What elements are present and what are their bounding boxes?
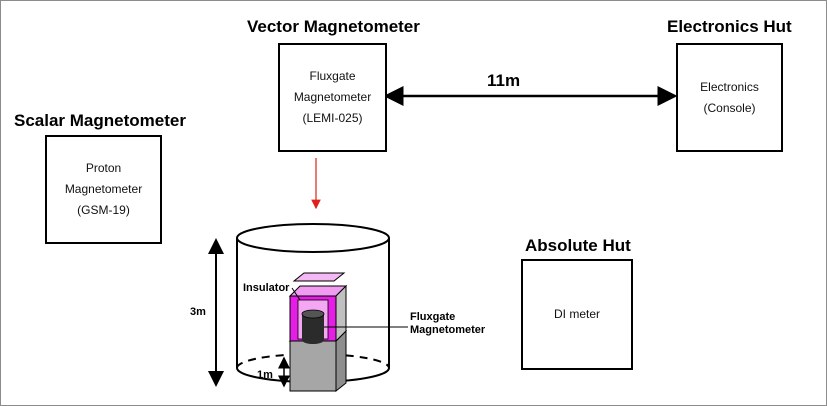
scalar-line1: Proton	[85, 161, 122, 175]
pillar-height-label: 1m	[257, 369, 273, 381]
height-label: 3m	[190, 306, 206, 318]
sensor-label-line1: Fluxgate	[410, 311, 456, 323]
scalar-line3: (GSM-19)	[77, 203, 130, 217]
electronics-line1: Electronics	[700, 79, 759, 94]
vector-line1: Fluxgate	[309, 69, 356, 83]
fluxgate-sensor	[301, 309, 325, 344]
distance-label: 11m	[487, 71, 521, 90]
insulator-label: Insulator	[243, 282, 290, 294]
scalar-box: Proton Magnetometer (GSM-19)	[45, 135, 162, 244]
electronics-title: Electronics Hut	[667, 17, 792, 36]
insulator-leader	[291, 287, 301, 301]
scalar-line2: Magnetometer	[64, 182, 143, 196]
sensor-label-line2: Magnetometer	[410, 324, 486, 336]
vector-title: Vector Magnetometer	[247, 17, 420, 36]
insulator-lid	[292, 272, 346, 282]
scalar-title: Scalar Magnetometer	[14, 111, 186, 130]
vector-line2: Magnetometer	[293, 90, 372, 104]
absolute-box-label: DI meter	[553, 307, 600, 321]
electronics-box: Electronics (Console)	[676, 43, 783, 152]
sensor-label: Fluxgate Magnetometer	[410, 311, 485, 337]
absolute-box: DI meter	[521, 259, 633, 370]
absolute-title: Absolute Hut	[525, 236, 631, 255]
electronics-line2: (Console)	[703, 100, 756, 115]
vector-line3: (LEMI-025)	[302, 111, 363, 125]
vector-box: Fluxgate Magnetometer (LEMI-025)	[278, 43, 387, 152]
